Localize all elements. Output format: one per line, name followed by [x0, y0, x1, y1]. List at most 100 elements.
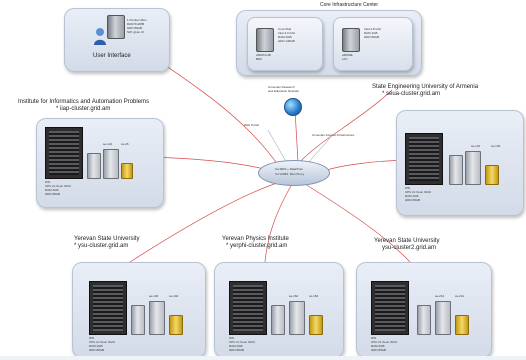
node-spec-4-1: CPU 2x Xeon 3Ghz — [371, 340, 398, 344]
node-spec-0-1: CPU 2x Xeon 3Ghz — [45, 184, 72, 188]
web-portal-label: Web Portal — [244, 123, 259, 127]
globe-label-0: Armenian Research — [268, 85, 295, 89]
node-spec-3-1: CPU 2x Xeon 3Ghz — [229, 340, 256, 344]
storage-icon-0 — [121, 163, 133, 179]
node-spec-4-0: WN — [371, 336, 376, 340]
rack-icon-4 — [371, 281, 409, 335]
node-spec-2-3: HDD 80GB — [89, 348, 105, 352]
node-spec-2-1: CPU 2x Xeon 3Ghz — [89, 340, 116, 344]
core-server-name-0: ARMCLUB — [256, 53, 271, 57]
site-panel-3: se-162 ce-163 WN CPU 2x Xeon 3Ghz RAM 2G… — [214, 262, 344, 358]
link-ysu2 — [304, 183, 411, 263]
core-server-spec-1-2: HDD 80GB — [364, 35, 380, 39]
rack-icon-2 — [89, 281, 127, 335]
hub-label-0: Ca MDS + Data/Tran — [275, 167, 303, 171]
core-server-spec-0-2: RAM 2GB — [278, 35, 292, 39]
link-core — [299, 89, 393, 163]
core-server-spec-1-0: Intel 2.8 Ghz — [364, 27, 382, 31]
site-id-2a: se-103 — [149, 294, 159, 298]
site-id-4a: se-212 — [435, 294, 445, 298]
rack-icon-0 — [45, 127, 83, 179]
site-name-4: Yerevan State University — [374, 238, 440, 244]
storage-icon-1 — [485, 165, 499, 185]
server-icon-3a — [271, 305, 285, 335]
node-spec-1-1: CPU 2x Xeon 3Ghz — [405, 190, 432, 194]
core-server-card-0: ARMCLUB BDII Core Mod Intel 3.0 Ghz RAM … — [247, 17, 323, 71]
node-spec-4-3: HDD 80GB — [371, 348, 387, 352]
server-icon-3b — [289, 301, 305, 335]
site-id-1a: se-131 — [471, 144, 481, 148]
ui-spec-1: RAM 512MB — [127, 22, 145, 26]
site-id-0b: ce-26 — [121, 142, 129, 146]
internet-label: Armenian Internet Infrastructure — [312, 133, 355, 137]
server-icon-0b — [103, 149, 119, 179]
storage-icon-2 — [169, 315, 183, 335]
site-host-4: ysu-cluster2.grid.am — [382, 245, 437, 251]
node-spec-3-0: WN — [229, 336, 234, 340]
site-id-3b: ce-163 — [309, 294, 319, 298]
storage-icon-4 — [455, 315, 469, 335]
site-id-4b: ce-211 — [455, 294, 464, 298]
server-icon-2a — [131, 305, 145, 335]
ui-spec-3: SW: gLite UI — [127, 30, 144, 34]
site-name-2: Yerevan State University — [74, 236, 140, 242]
globe-icon — [284, 98, 302, 116]
site-name-3: Yerevan Physics Institute — [222, 236, 289, 242]
user-icon — [93, 27, 107, 45]
node-spec-0-2: RAM 2GB — [45, 188, 59, 192]
site-id-3a: se-162 — [289, 294, 299, 298]
site-id-0a: se-121 — [103, 142, 113, 146]
core-server-spec-0-3: HDD 146GB — [278, 39, 295, 43]
server-icon-4a — [417, 305, 431, 335]
server-icon-0a — [87, 153, 101, 179]
link-yerphi — [264, 183, 293, 263]
core-server-card-1: ARMSE LFC Intel 2.8 Ghz RAM 1GB HDD 80GB — [333, 17, 413, 71]
link-globe — [294, 109, 299, 163]
node-spec-3-3: HDD 80GB — [229, 348, 245, 352]
node-spec-0-3: HDD 80GB — [45, 192, 61, 196]
core-server-role-0: BDII — [256, 57, 262, 61]
server-icon-2b — [149, 301, 165, 335]
node-spec-4-2: RAM 2GB — [371, 344, 385, 348]
site-panel-1: se-131 ce-132 WN CPU 2x Xeon 3Ghz RAM 2G… — [396, 110, 524, 216]
site-panel-0: se-121 ce-26 WN CPU 2x Xeon 3Ghz RAM 2GB… — [36, 118, 164, 208]
node-spec-1-2: RAM 2GB — [405, 194, 419, 198]
site-panel-2: se-103 ce-104 WN CPU 2x Xeon 3Ghz RAM 2G… — [72, 262, 206, 358]
core-server-name-1: ARMSE — [342, 53, 353, 57]
site-name-1: State Engineering University of Armenia — [372, 84, 479, 90]
server-icon-4b — [435, 301, 451, 335]
ui-spec-0: 1 Pentium Box — [127, 18, 147, 22]
rack-icon-1 — [405, 133, 443, 185]
rack-icon-3 — [229, 281, 267, 335]
ui-server-icon — [107, 15, 125, 39]
globe-label-1: and Education Network — [268, 89, 300, 93]
core-server-spec-0-0: Core Mod — [278, 27, 292, 31]
core-server-icon-0 — [256, 28, 274, 52]
user-interface-panel: User Interface 1 Pentium Box RAM 512MB H… — [64, 8, 170, 72]
site-id-1b: ce-132 — [491, 144, 501, 148]
core-infrastructure-panel: ARMCLUB BDII Core Mod Intel 3.0 Ghz RAM … — [236, 10, 422, 76]
bottom-strip — [0, 356, 526, 360]
user-interface-label: User Interface — [93, 53, 131, 59]
node-spec-2-2: RAM 2GB — [89, 344, 103, 348]
site-host-3: * yerphi-cluster.grid.am — [226, 243, 288, 249]
storage-icon-3 — [309, 315, 323, 335]
server-icon-1b — [465, 151, 481, 185]
node-spec-1-0: WN — [405, 186, 410, 190]
central-hub: Ca MDS + Data/Tran Vo VOMS, Mon Proxy — [258, 160, 330, 186]
node-spec-1-3: HDD 80GB — [405, 198, 421, 202]
site-host-0: * iiap-cluster.grid.am — [56, 106, 111, 112]
site-host-2: * ysu-cluster.grid.am — [74, 243, 129, 249]
ui-spec-2: HDD 80GB — [127, 26, 143, 30]
site-name-0: Institute for Informatics and Automation… — [18, 99, 150, 105]
server-icon-1a — [449, 155, 463, 185]
link-ysu — [129, 181, 281, 263]
core-title: Core Infrastructure Center — [320, 2, 379, 8]
core-server-role-1: LFC — [342, 57, 348, 61]
site-host-1: * seua-cluster.grid.am — [382, 91, 441, 97]
node-spec-2-0: WN — [89, 336, 94, 340]
node-spec-3-2: RAM 2GB — [229, 344, 243, 348]
core-server-spec-1-1: RAM 1GB — [364, 31, 378, 35]
node-spec-0-0: WN — [45, 180, 50, 184]
